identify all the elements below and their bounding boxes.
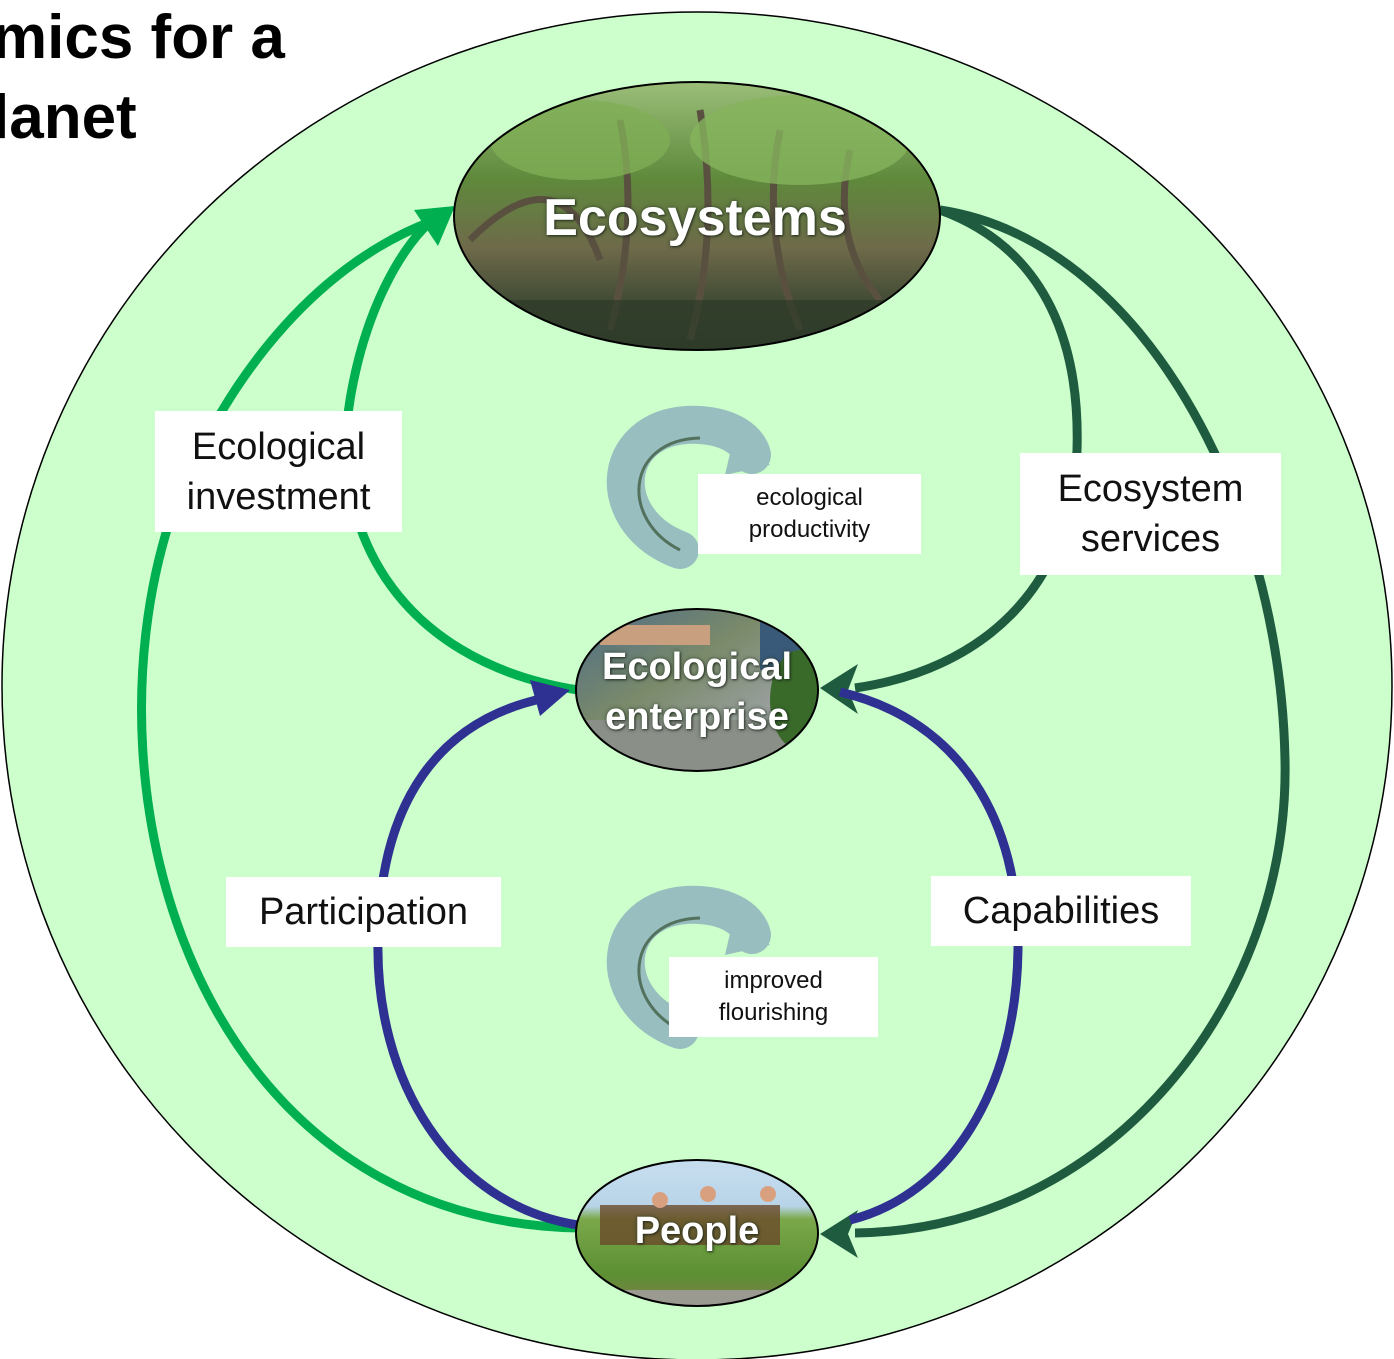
ecosystem-services-inner-arrowhead [820, 664, 858, 714]
improved-flourishing-cycle-icon [606, 885, 771, 1049]
improved-flourishing-label: improved flourishing [669, 957, 878, 1037]
ecosystem-services-inner-arrow [854, 205, 1082, 693]
ecological-enterprise-label-line1: Ecological [601, 646, 793, 688]
ecosystem-services-label: Ecosystem services [1020, 453, 1281, 575]
ecological-investment-arrowhead [414, 206, 455, 246]
ecological-enterprise-label-line2: enterprise [605, 696, 789, 738]
ecosystem-services-outer-arrowhead [820, 1210, 858, 1258]
ecosystem-services-outer-arrow [854, 205, 1290, 1238]
ecological-productivity-label: ecological productivity [698, 474, 921, 554]
ecological-productivity-cycle-icon [606, 405, 771, 569]
capabilities-arrow [838, 687, 1023, 1225]
participation-label: Participation [226, 877, 501, 947]
participation-arrowhead [530, 680, 570, 716]
ecological-enterprise-label: Ecological enterprise [576, 637, 818, 747]
people-node-image [576, 1160, 818, 1306]
people-label: People [634, 1209, 760, 1252]
ecological-investment-outer-arrow [137, 217, 579, 1233]
ecological-investment-label: Ecological investment [155, 411, 402, 532]
capabilities-label: Capabilities [931, 876, 1191, 946]
ecosystems-label: Ecosystems [543, 188, 847, 247]
